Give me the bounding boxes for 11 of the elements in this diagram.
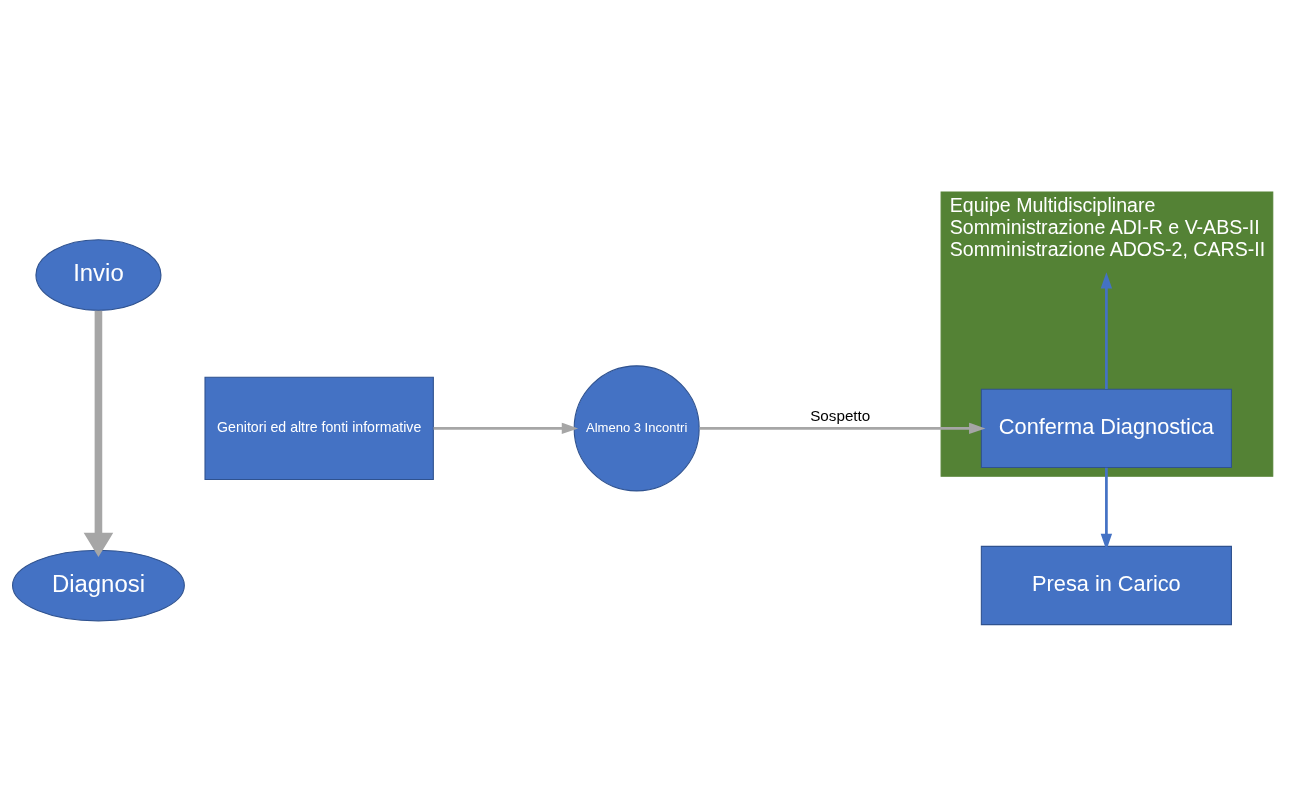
node-ellipse: Invio bbox=[35, 239, 162, 311]
arrow bbox=[433, 422, 579, 435]
arrow bbox=[1100, 272, 1113, 390]
arrow bbox=[699, 422, 986, 435]
arrow bbox=[83, 310, 114, 557]
node-circle: Almeno 3 Incontri bbox=[573, 365, 700, 492]
node-box: Conferma Diagnostica bbox=[980, 388, 1232, 469]
edge-label: Sospetto bbox=[810, 406, 871, 424]
node-box: Presa in Carico bbox=[980, 545, 1232, 626]
node-ellipse: Diagnosi bbox=[12, 549, 185, 622]
node-box: Genitori ed altre fonti informative bbox=[204, 376, 434, 481]
